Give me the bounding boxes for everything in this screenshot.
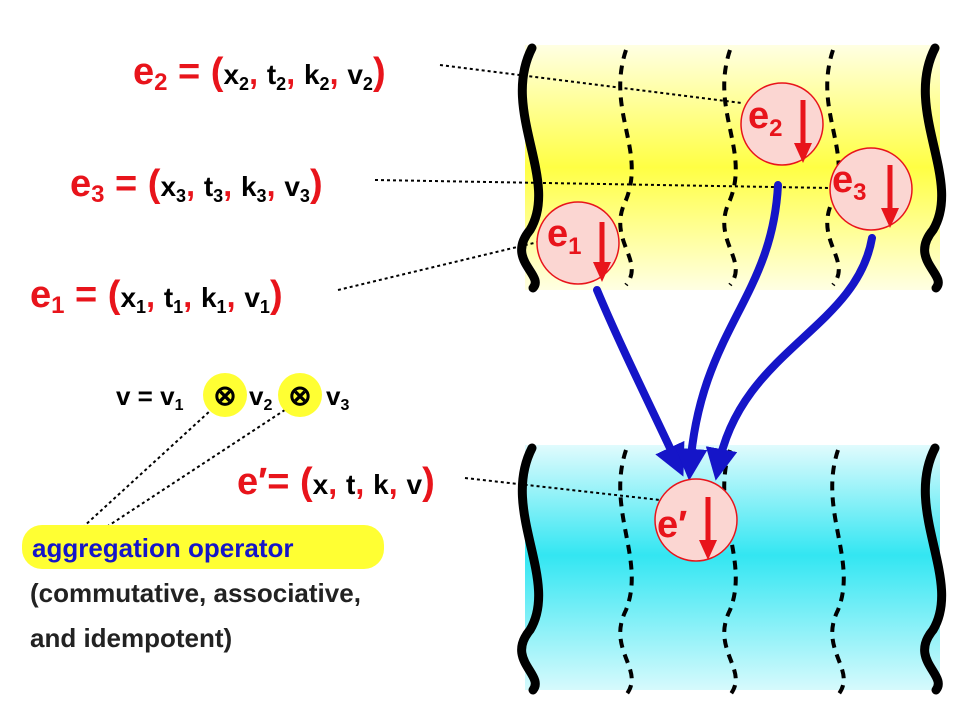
tuple-e2: e2 = (x2, t2, k2, v2) <box>133 51 386 96</box>
operator-label: aggregation operator <box>32 533 293 563</box>
node-e2-label: e2 <box>748 95 783 142</box>
node-e-prime-label: e′ <box>657 504 687 546</box>
node-e2-down-arrow <box>794 143 812 163</box>
operator-description-line2: and idempotent) <box>30 623 232 653</box>
node-e-prime: e′ <box>654 478 738 562</box>
tuple-e3: e3 = (x3, t3, k3, v3) <box>70 163 323 208</box>
node-e3-down-arrow <box>881 208 899 228</box>
tuple-e1: e1 = (x1, t1, k1, v1) <box>30 274 283 319</box>
operator-label-highlight <box>22 525 384 569</box>
node-e3: e3 <box>829 147 913 231</box>
aggregation-term-v3: v3 <box>326 381 349 414</box>
aggregation-formula: v = v1 <box>116 381 184 414</box>
node-e3-label: e3 <box>832 159 867 206</box>
tuple-e-prime: e′= (x, t, k, v) <box>237 461 435 503</box>
operator-symbol-2: ⊗ <box>288 380 311 411</box>
node-e-prime-down-arrow <box>699 540 717 560</box>
dotted-connectors <box>81 64 831 529</box>
operator-description-line1: (commutative, associative, <box>30 578 361 608</box>
aggregation-term-v2: v2 <box>249 381 272 414</box>
flow-arrow-e2 <box>675 181 782 481</box>
flow-arrows <box>593 181 876 481</box>
flow-arrow-e1 <box>593 286 685 477</box>
node-e1-label: e1 <box>547 213 582 260</box>
operator-highlight-2 <box>278 373 322 417</box>
node-e2: e2 <box>740 82 824 166</box>
flow-arrow-e3 <box>705 234 876 481</box>
node-e1-down-arrow <box>593 262 611 282</box>
band-boundaries <box>517 43 947 695</box>
operator-highlight-1 <box>203 373 247 417</box>
operator-symbol-1: ⊗ <box>213 380 236 411</box>
node-e1: e1 <box>536 201 620 285</box>
bottom-band <box>525 445 940 690</box>
